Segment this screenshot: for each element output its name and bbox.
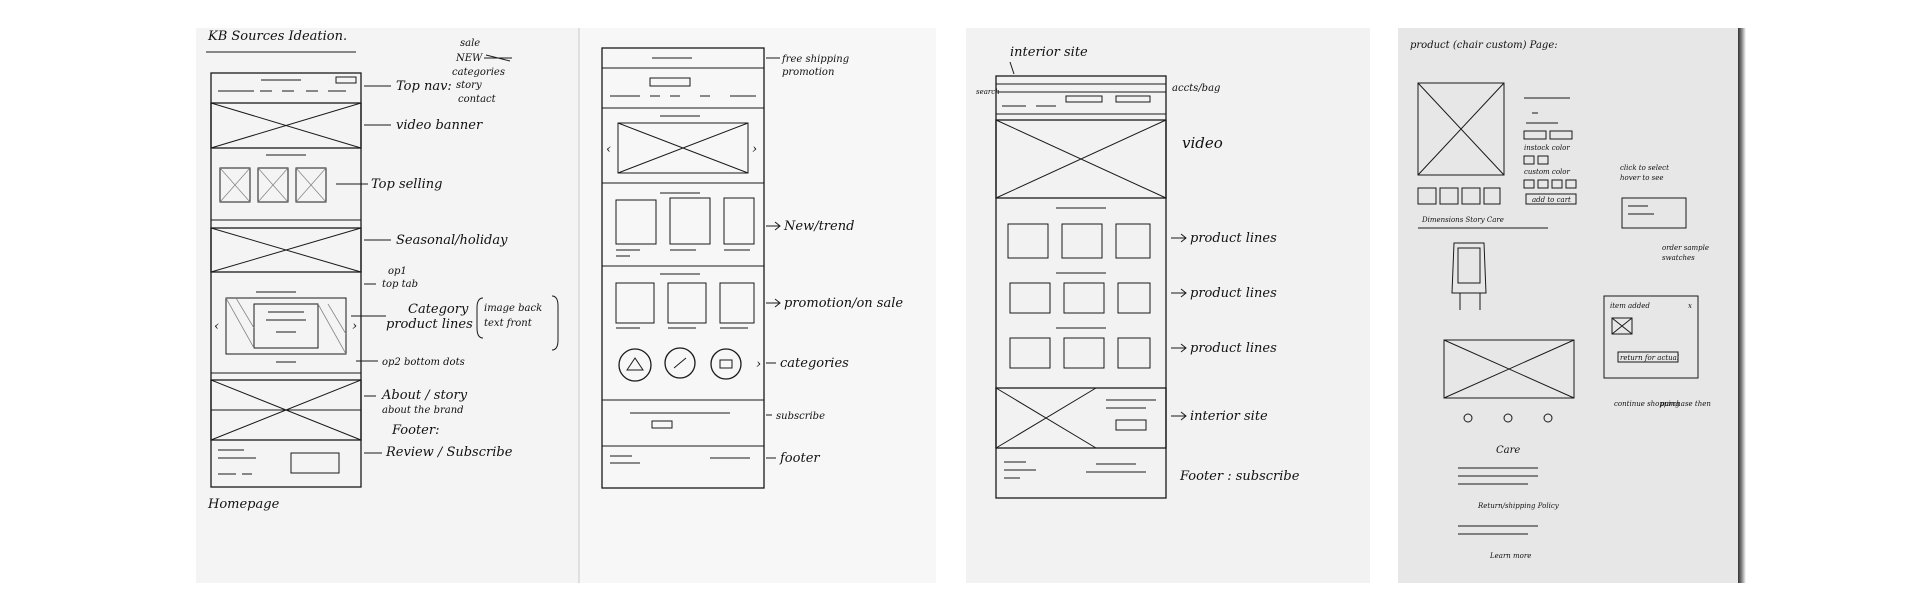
new-trend-label: New/trend: [783, 219, 854, 234]
carousel-right-arrow: ›: [752, 142, 757, 157]
subscribe-label: subscribe: [776, 411, 825, 422]
category-label: Category: [408, 302, 469, 317]
hover-see-label: hover to see: [1620, 174, 1664, 182]
sketch-page-homepage: KB Sources Ideation. ‹ › Top nav: sale N…: [196, 28, 580, 583]
promotion-top-label: promotion: [782, 67, 834, 78]
promotion-sale-label: promotion/on sale: [784, 296, 903, 311]
add-to-cart-button: add to cart: [1532, 196, 1571, 204]
product-lines-label-3: product lines: [1190, 341, 1277, 356]
care-label: Care: [1496, 445, 1520, 456]
text-front-note: text front: [484, 318, 533, 329]
about-brand-label: about the brand: [382, 405, 464, 416]
carousel-left-arrow: ‹: [606, 142, 611, 157]
interior-site-wireframe-drawing: interior site search accts/bag video pro…: [976, 45, 1300, 499]
sketch-page-product: product (chair custom) Page: instock col…: [1398, 28, 1738, 583]
swatches-label: swatches: [1662, 254, 1695, 262]
search-label: search: [976, 88, 1000, 96]
product-lines-label-1: product lines: [1190, 231, 1277, 246]
nav-item-contact: contact: [458, 94, 497, 105]
modal-return-button: return for actual: [1620, 354, 1679, 362]
homepage-label: Homepage: [207, 497, 280, 512]
custom-color-label: custom color: [1524, 168, 1570, 176]
learn-more-link: Learn more: [1489, 552, 1531, 560]
interior-site-label: interior site: [1190, 409, 1268, 424]
top-tab-label: top tab: [382, 279, 418, 290]
product-page-wireframe-drawing: product (chair custom) Page: instock col…: [1410, 40, 1711, 560]
image-back-note: image back: [484, 303, 542, 314]
top-selling-label: Top selling: [371, 177, 442, 192]
product-lines-label: product lines: [386, 317, 473, 332]
product-tabs: Dimensions Story Care: [1421, 216, 1504, 224]
interior-site-title: interior site: [1010, 45, 1088, 60]
footer-label: footer: [779, 451, 820, 466]
nav-item-categories: categories: [452, 67, 505, 78]
modal-close-icon: x: [1688, 302, 1692, 310]
video-banner-label: video banner: [396, 118, 483, 133]
sketch-page-interior-site: interior site search accts/bag video pro…: [966, 28, 1370, 583]
homepage-wireframe-drawing: KB Sources Ideation. ‹ › Top nav: sale N…: [206, 29, 559, 512]
click-select-label: click to select: [1620, 164, 1669, 172]
review-subscribe-label: Review / Subscribe: [385, 445, 513, 460]
carousel-right-arrow-2: ›: [756, 357, 761, 372]
free-shipping-label: free shipping: [781, 54, 849, 65]
page-title: KB Sources Ideation.: [207, 29, 347, 44]
continue-shopping-label: continue shopping: [1614, 400, 1680, 408]
carousel-right-arrow: ›: [352, 319, 357, 334]
op1-label: op1: [388, 266, 407, 277]
accounts-bag-label: accts/bag: [1172, 83, 1220, 94]
item-added-label: item added: [1610, 302, 1650, 310]
nav-item-sale: sale: [460, 38, 480, 49]
return-policy-label: Return/shipping Policy: [1477, 502, 1560, 510]
footer-label: Footer:: [391, 423, 439, 438]
seasonal-label: Seasonal/holiday: [396, 233, 508, 248]
purchase-label: purchase then: [1660, 400, 1711, 408]
page-edge-shadow: [1738, 28, 1746, 583]
order-sample-label: order sample: [1662, 244, 1709, 252]
product-page-title: product (chair custom) Page:: [1410, 40, 1558, 51]
nav-item-story: story: [456, 80, 482, 91]
top-nav-label: Top nav:: [396, 79, 452, 94]
about-label: About / story: [381, 388, 468, 403]
categories-label: categories: [780, 356, 849, 371]
homepage-alt-wireframe-drawing: ‹ › › free shipping promotion New/trend …: [601, 47, 903, 489]
product-lines-label-2: product lines: [1190, 286, 1277, 301]
nav-item-new: NEW: [455, 53, 483, 64]
carousel-left-arrow: ‹: [214, 319, 219, 334]
footer-subscribe-label: Footer : subscribe: [1179, 469, 1300, 484]
instock-color-label: instock color: [1524, 144, 1570, 152]
video-label: video: [1182, 134, 1223, 152]
bottom-dots-label: bottom dots: [404, 357, 465, 368]
op2-label: op2: [382, 357, 401, 368]
sketch-page-homepage-alt: ‹ › › free shipping promotion New/trend …: [580, 28, 936, 583]
